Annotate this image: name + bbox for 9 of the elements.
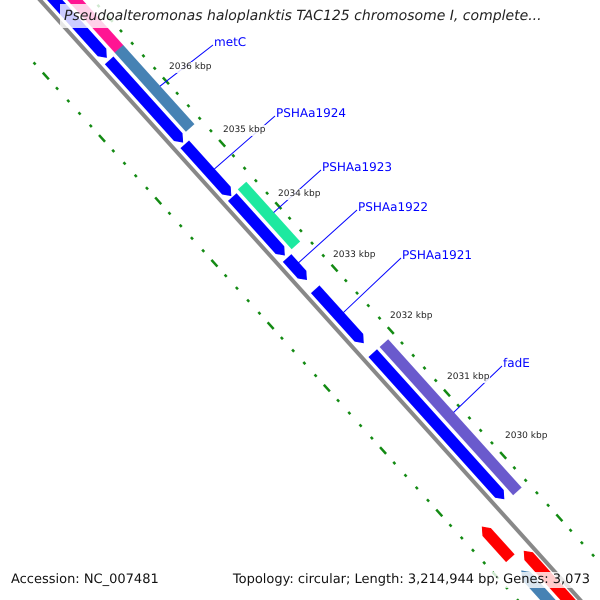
scale-label: 2035 kbp [222,125,266,136]
scale-label: 2030 kbp [504,431,548,442]
scale-label: 2034 kbp [277,189,322,200]
scale-label: 2036 kbp [168,62,212,73]
sequence-info: Topology: circular; Length: 3,214,944 bp; Genes: 3,073 [230,572,592,588]
accession-label: Accession: NC_007481 [9,572,161,588]
scale-label: 2031 kbp [446,372,490,383]
scale-label: 2032 kbp [389,311,434,322]
scale-label: 2033 kbp [332,250,376,261]
